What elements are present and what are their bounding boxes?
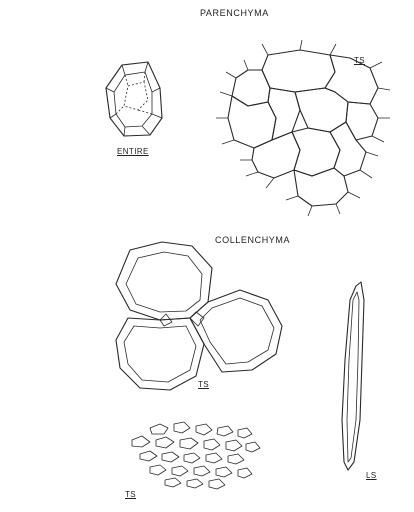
collenchyma-ls-label: LS — [366, 471, 377, 480]
collenchyma-title: COLLENCHYMA — [215, 235, 291, 245]
collenchyma-ts-small-cluster — [131, 421, 261, 490]
collenchyma-ts-cells — [115, 241, 283, 391]
parenchyma-ts-network — [216, 39, 391, 217]
parenchyma-entire-label: ENTIRE — [117, 147, 149, 156]
collenchyma-ts-label: TS — [198, 380, 210, 389]
parenchyma-ts-label: TS — [354, 56, 366, 65]
collenchyma-ls-cell — [341, 281, 365, 471]
parenchyma-title: PARENCHYMA — [200, 8, 269, 18]
parenchyma-entire-cell — [105, 61, 163, 137]
collenchyma-ts-small-label: TS — [125, 490, 137, 499]
